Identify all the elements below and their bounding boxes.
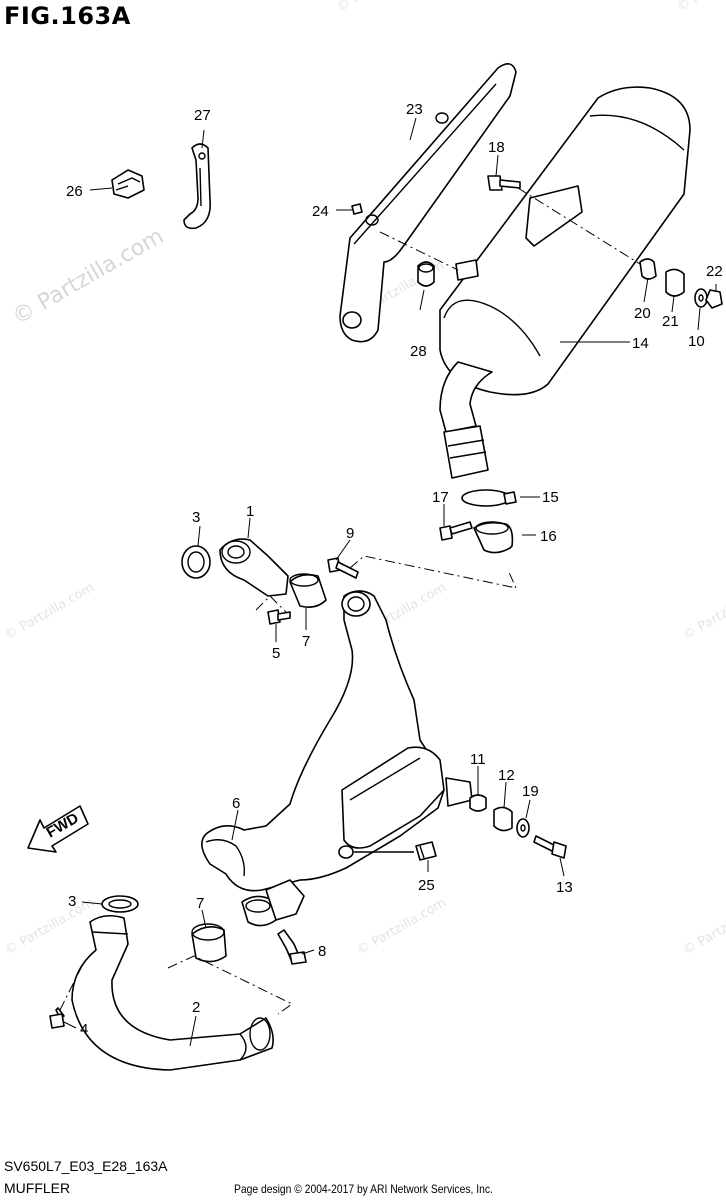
part-28-grommet	[417, 261, 435, 287]
part-19-washer	[516, 818, 530, 838]
callout-12: 12	[498, 767, 515, 784]
figure-title: FIG.163A	[4, 2, 131, 30]
callout-6: 6	[232, 795, 240, 812]
leader-muffler-bolt	[517, 187, 641, 265]
callout-5: 5	[272, 645, 280, 662]
callout-21: 21	[662, 313, 679, 330]
leader-sleeve	[167, 955, 293, 1015]
part-2-exhaust-pipe	[71, 914, 274, 1071]
callout-20: 20	[634, 305, 651, 322]
callout-28: 28	[410, 343, 427, 360]
part-5-bolt	[267, 609, 291, 625]
callout-10: 10	[688, 333, 705, 350]
part-24-screw	[351, 203, 363, 215]
callout-9: 9	[346, 525, 354, 542]
watermark-mid-3: © Partzilla.com	[355, 895, 449, 958]
part-11-collar	[469, 794, 487, 812]
part-22-nut	[705, 289, 723, 309]
watermark-right-1: © Partzilla.com	[681, 580, 726, 643]
part-17-bolt	[439, 521, 473, 541]
part-26-clip	[111, 169, 145, 199]
callout-27: 27	[194, 107, 211, 124]
watermark-top-mid: © Partzilla.com	[335, 0, 429, 15]
callout-25: 25	[418, 877, 435, 894]
section-label: MUFFLER	[4, 1180, 71, 1196]
leader-pipe-lower	[59, 961, 85, 1011]
watermark-top-right: © Partzilla.com	[675, 0, 726, 15]
part-13-bolt	[533, 835, 567, 859]
part-4-bolt	[49, 1007, 65, 1029]
callout-23: 23	[406, 101, 423, 118]
callout-19: 19	[522, 783, 539, 800]
callout-8: 8	[318, 943, 326, 960]
callout-1: 1	[246, 503, 254, 520]
callout-3-upper: 3	[192, 509, 200, 526]
callout-18: 18	[488, 139, 505, 156]
fwd-arrow-icon: FWD	[27, 805, 89, 853]
callout-4: 4	[80, 1021, 88, 1038]
part-15-clamp	[461, 489, 517, 507]
figure-code: SV650L7_E03_E28_163A	[4, 1158, 168, 1174]
leader-connector-bolt	[255, 595, 287, 613]
callout-2: 2	[192, 999, 200, 1016]
callout-17: 17	[432, 489, 449, 506]
part-14-muffler	[439, 86, 691, 479]
watermark-left-1: © Partzilla.com	[3, 580, 97, 643]
callout-7-lower: 7	[196, 895, 204, 912]
part-12-bush	[493, 806, 513, 832]
callout-11: 11	[470, 751, 486, 768]
callout-24: 24	[312, 203, 329, 220]
part-27-bracket	[183, 143, 212, 230]
part-16-gasket	[473, 521, 514, 554]
callout-26: 26	[66, 183, 83, 200]
callout-3-lower: 3	[68, 893, 76, 910]
part-23-heat-shield	[339, 63, 517, 343]
callout-numbers: 27 26 23 24 28 18 14 20 21 10 22 3 1 5 7…	[66, 101, 723, 1038]
part-1-connector	[219, 538, 289, 597]
watermark-left-2: © Partzilla.com	[3, 895, 97, 958]
part-21-bush	[665, 268, 685, 297]
part-6-center-pipe	[201, 590, 473, 927]
part-7-sleeve-lower	[191, 923, 227, 963]
callout-15: 15	[542, 489, 559, 506]
part-8-bolt	[277, 929, 307, 965]
callout-7-upper: 7	[302, 633, 310, 650]
part-3-gasket-upper	[181, 545, 211, 579]
leader-clamp	[349, 555, 517, 589]
callout-16: 16	[540, 528, 557, 545]
part-10-washer	[694, 288, 708, 308]
watermark-large: © Partzilla.com	[9, 224, 169, 331]
watermark-right-2: © Partzilla.com	[681, 895, 726, 958]
part-20-collar	[639, 258, 657, 280]
part-7-sleeve-upper	[289, 573, 327, 608]
callout-22: 22	[706, 263, 723, 280]
callout-13: 13	[556, 879, 573, 896]
part-3-gasket-lower	[101, 895, 139, 913]
part-9-bolt	[327, 557, 359, 579]
leader-shield-grommet	[379, 231, 459, 271]
part-25-plug	[415, 841, 437, 861]
page-design-credit: Page design © 2004-2017 by ARI Network S…	[234, 1182, 493, 1196]
callout-leaders	[63, 117, 717, 1047]
callout-14: 14	[632, 335, 649, 352]
part-18-bolt	[487, 175, 521, 191]
